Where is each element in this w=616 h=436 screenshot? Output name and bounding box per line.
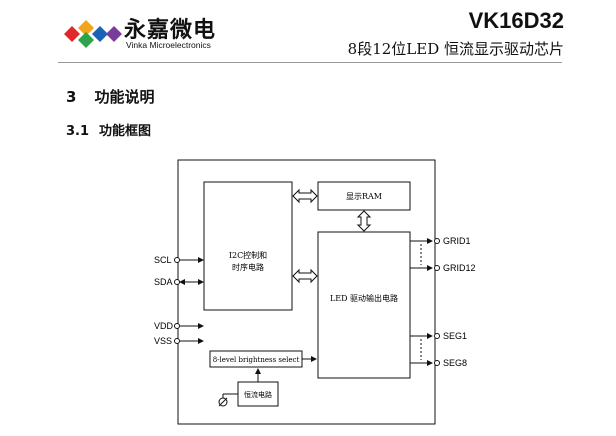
subsection-title: 功能框图 <box>99 124 152 139</box>
constant-current-label: 恒流电路 <box>244 390 272 399</box>
i2c-led-bus-arrow <box>292 268 318 284</box>
subsection-number: 3.1 <box>66 124 90 139</box>
seg8-pin <box>434 360 440 366</box>
i2c-control-block <box>203 181 293 311</box>
seg8-label: SEG8 <box>443 358 467 368</box>
chip-model: VK16D32 <box>468 8 564 33</box>
i2c-block-label-1: I2C控制和 <box>229 250 267 260</box>
vdd-label: VDD <box>154 321 174 331</box>
vdd-pin <box>174 323 180 329</box>
header-divider <box>58 62 562 63</box>
section-heading: 3 功能说明 <box>66 86 154 107</box>
i2c-ram-bus-arrow <box>292 188 318 204</box>
section-number: 3 <box>66 88 77 106</box>
grid12-label: GRID12 <box>443 263 476 273</box>
vinka-logo <box>64 20 122 48</box>
sda-pin <box>174 279 180 285</box>
grid1-pin <box>434 238 440 244</box>
display-ram-label: 显示RAM <box>346 192 382 201</box>
brightness-select-label: 8-level brightness select <box>213 356 300 364</box>
led-driver-block <box>317 231 411 379</box>
vss-pin <box>174 338 180 344</box>
seg1-pin <box>434 333 440 339</box>
ram-led-bus-arrow <box>356 210 372 232</box>
scl-pin <box>174 257 180 263</box>
led-driver-label: LED 驱动输出电路 <box>330 293 398 303</box>
section-title: 功能说明 <box>94 88 155 106</box>
scl-label: SCL <box>154 255 172 265</box>
subsection-heading: 3.1 功能框图 <box>66 120 151 139</box>
grid12-pin <box>434 265 440 271</box>
brand-name-en: Vinka Microelectronics <box>126 40 211 50</box>
brand-name-cn: 永嘉微电 <box>124 18 217 43</box>
seg1-label: SEG1 <box>443 331 467 341</box>
i2c-block-label-2: 时序电路 <box>232 262 264 272</box>
display-ram-block <box>317 181 411 211</box>
chip-description: 8段12位LED 恒流显示驱动芯片 <box>347 40 564 58</box>
sda-label: SDA <box>154 277 173 287</box>
chip-outline <box>177 159 436 425</box>
vss-label: VSS <box>154 336 172 346</box>
grid1-label: GRID1 <box>443 236 471 246</box>
